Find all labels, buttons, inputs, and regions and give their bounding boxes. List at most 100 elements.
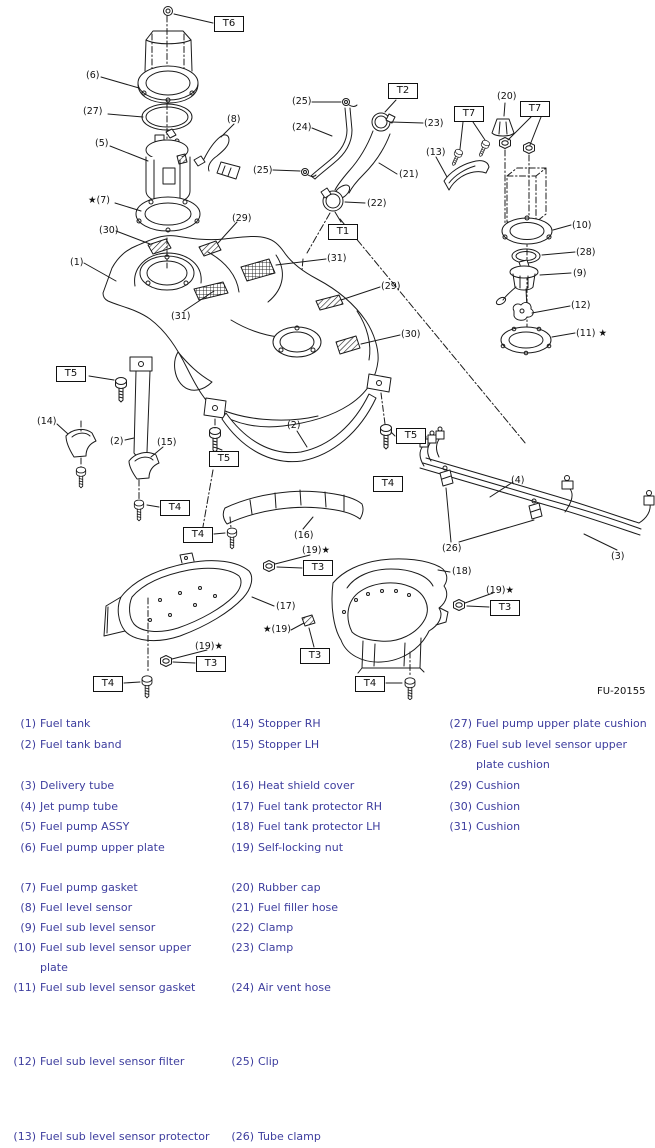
legend-item-label: Rubber cap (258, 881, 321, 894)
legend-item-number: (30) (449, 800, 472, 813)
legend-item-label: Fuel tank (40, 717, 91, 730)
stopper-art (56, 420, 164, 522)
legend-item-number: (2) (20, 738, 36, 751)
legend-item-label: Fuel pump upper plate (40, 841, 165, 854)
legend-item: (27) Fuel pump upper plate cushion (438, 714, 647, 734)
legend-item-number: (10) (13, 941, 36, 954)
legend-item-label: Clip (258, 1055, 279, 1068)
legend-item: (17) Fuel tank protector RH (220, 797, 382, 817)
heat-shield-art (213, 489, 364, 550)
legend-item: (18) Fuel tank protector LH (220, 817, 381, 837)
legend-item-label: Cushion (476, 820, 521, 833)
legend-item-label: Cushion (476, 779, 521, 792)
legend-item-number: (9) (20, 921, 36, 934)
protector-lh-art (331, 558, 494, 700)
legend-item-number: (12) (13, 1055, 36, 1068)
legend-item: (2)Fuel tank band (2, 735, 121, 755)
figure-code: FU-20155 (597, 686, 646, 697)
legend-item: (20) Rubber cap (220, 878, 321, 898)
legend-item-number: (21) (231, 901, 254, 914)
legend-item-number: (5) (20, 820, 36, 833)
legend-item-label: Self-locking nut (258, 841, 344, 854)
legend-item-label: Fuel sub level sensor filter (40, 1055, 185, 1068)
legend-item: (9) Fuel sub level sensor (2, 918, 155, 938)
legend-item-label: Stopper RH (258, 717, 321, 730)
legend-item-number: (1) (20, 717, 36, 730)
legend-item: (8) Fuel level sensor (2, 898, 132, 918)
legend-item: (1) Fuel tank (2, 714, 90, 734)
legend-item-number: (6) (20, 841, 36, 854)
tank-band-art (88, 356, 396, 463)
legend-item-number: (18) (231, 820, 254, 833)
legend-item: (16) Heat shield cover (220, 776, 354, 796)
legend-item-label: Clamp (258, 941, 294, 954)
legend-item-number: (7) (20, 881, 36, 894)
legend-item: (7) Fuel pump gasket (2, 878, 138, 898)
legend-item-number: (3) (20, 779, 36, 792)
legend-item-number: (28) (449, 738, 472, 751)
legend-item-number: (23) (231, 941, 254, 954)
legend-item-label: Cushion (476, 800, 521, 813)
legend-item-label: Fuel tank protector LH (258, 820, 381, 833)
legend-item-label: Fuel sub level sensor (40, 921, 156, 934)
sub-level-sensor-art (435, 102, 576, 356)
fuel-pump-assembly-art (100, 6, 241, 269)
legend-item: (25) Clip (220, 1052, 279, 1072)
legend-item-number: (13) (13, 1130, 36, 1143)
legend-item-label: Air vent hose (258, 981, 331, 994)
legend-item-label: Fuel sub level sensor upper plate cushio… (476, 738, 628, 771)
legend-item-number: (27) (449, 717, 472, 730)
legend-item-number: (16) (231, 779, 254, 792)
legend-item-number: (4) (20, 800, 36, 813)
legend-item-number: (29) (449, 779, 472, 792)
legend-item-number: (20) (231, 881, 254, 894)
legend-item: (10) Fuel sub level sensor upper plate (2, 938, 191, 977)
legend-item: (11) Fuel sub level sensor gasket (2, 978, 195, 998)
legend-item: (3) Delivery tube (2, 776, 114, 796)
legend-item: (21)Fuel filler hose (220, 898, 338, 918)
legend-item-label: Fuel tank protector RH (258, 800, 383, 813)
legend-item: (6) Fuel pump upper plate (2, 838, 165, 858)
legend-item-number: (25) (231, 1055, 254, 1068)
legend-item: (24)Air vent hose (220, 978, 331, 998)
legend-item-label: Fuel pump ASSY (40, 820, 130, 833)
legend-item: (31) Cushion (438, 817, 520, 837)
legend-item-label: Fuel sub level sensor gasket (40, 981, 196, 994)
legend-item: (30) Cushion (438, 797, 520, 817)
tubes-art (419, 426, 655, 551)
legend-item: (14) Stopper RH (220, 714, 321, 734)
legend-item-label: Delivery tube (40, 779, 115, 792)
legend-item: (5) Fuel pump ASSY (2, 817, 129, 837)
legend-item: (28) Fuel sub level sensor upper plate cu… (438, 735, 627, 774)
legend-item-number: (14) (231, 717, 254, 730)
fuel-tank-art (83, 221, 401, 428)
legend-item: (19) Self-locking nut (220, 838, 343, 858)
legend-item: (13) Fuel sub level sensor protector (2, 1127, 210, 1147)
legend-item: (22) Clamp (220, 918, 293, 938)
legend-item-number: (11) (13, 981, 36, 994)
legend-item: (12) Fuel sub level sensor filter (2, 1052, 184, 1072)
legend-item-label: Fuel level sensor (40, 901, 133, 914)
legend-item: (26)Tube clamp (220, 1127, 320, 1147)
legend-item-number: (19) (231, 841, 254, 854)
legend-item-number: (31) (449, 820, 472, 833)
legend-item-label: Fuel sub level sensor upper plate (40, 941, 192, 974)
legend-item: (4) Jet pump tube (2, 797, 118, 817)
legend-item-number: (17) (231, 800, 254, 813)
legend-item-label: Jet pump tube (40, 800, 119, 813)
legend-item-label: Fuel sub level sensor protector (40, 1130, 210, 1143)
legend-item-label: Fuel pump gasket (40, 881, 138, 894)
legend-item-number: (26) (231, 1130, 254, 1143)
legend-item: (23) Clamp (220, 938, 293, 958)
legend-item-number: (22) (231, 921, 254, 934)
legend-item-label: Clamp (258, 921, 294, 934)
protector-rh-art (103, 552, 316, 699)
legend-item-label: Heat shield cover (258, 779, 355, 792)
legend-item-label: Fuel pump upper plate cushion (476, 717, 647, 730)
legend-item-number: (15) (231, 738, 254, 751)
legend-item-label: Stopper LH (258, 738, 320, 751)
diagram-line-art (56, 6, 655, 700)
filler-hose-art (272, 98, 424, 223)
legend-item-number: (8) (20, 901, 36, 914)
